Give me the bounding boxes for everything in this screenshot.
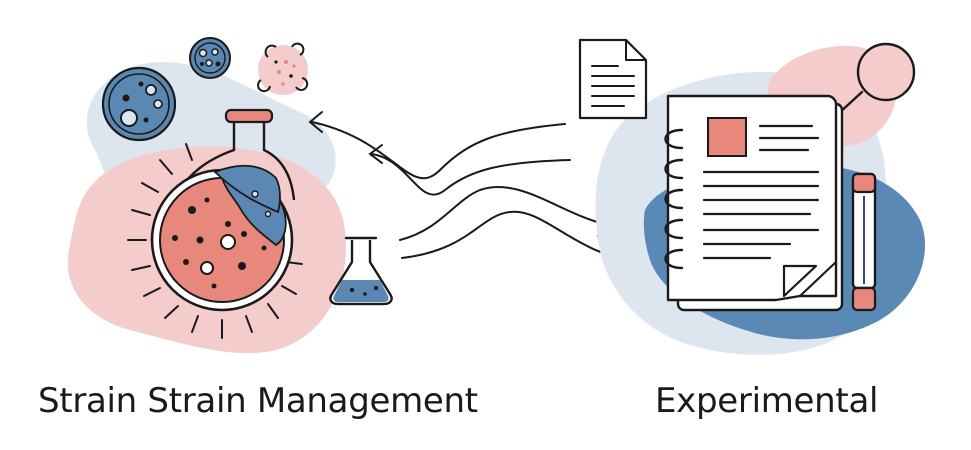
- strain-management-group: [67, 37, 393, 354]
- arrow-to-strain-upper-head: [308, 111, 323, 133]
- virus-icon: [257, 42, 309, 95]
- connector-arrows: [308, 111, 644, 274]
- arrow-to-experimental-lower: [401, 210, 641, 263]
- small-petri-dish-icon: [189, 37, 231, 79]
- arrow-to-experimental-upper: [399, 185, 609, 241]
- notebook-icon: [664, 94, 844, 312]
- arrow-to-strain-lower-head: [368, 144, 383, 164]
- experimental-group: [578, 38, 926, 355]
- experimental-label: Experimental: [655, 381, 879, 421]
- erlenmeyer-flask-icon: [329, 236, 393, 306]
- arrow-to-strain-upper: [311, 121, 566, 180]
- strain-management-label: Strain Strain Management: [38, 381, 478, 421]
- petri-dish-icon: [101, 66, 177, 142]
- document-icon: [578, 38, 648, 120]
- bacteria-flask-icon: [127, 108, 303, 339]
- pencil-icon: [851, 172, 877, 312]
- arrow-to-strain-lower: [371, 153, 571, 196]
